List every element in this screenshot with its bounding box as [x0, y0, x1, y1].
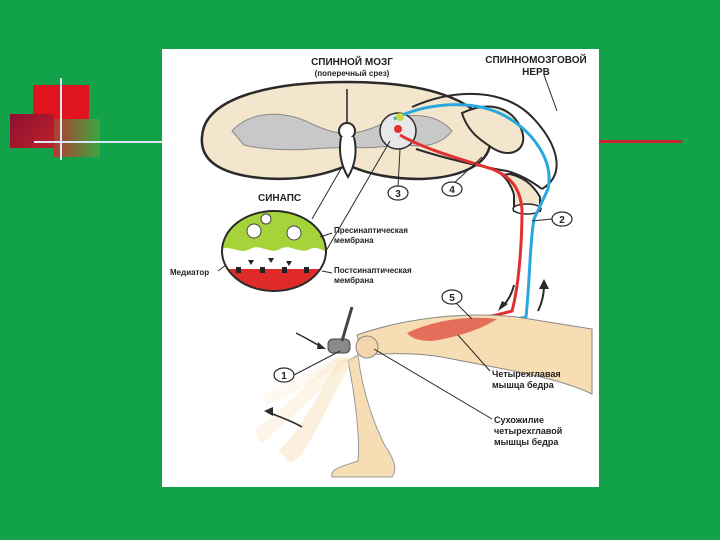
nerve-label-line1: СПИННОМОЗГОВОЙ [485, 53, 586, 66]
marker-1: 1 [274, 368, 294, 382]
post-label-line [322, 271, 332, 273]
svg-text:3: 3 [395, 189, 401, 200]
svg-text:2: 2 [559, 215, 565, 226]
muscle-label-line2: мышца бедра [492, 380, 555, 390]
knee [356, 336, 378, 358]
mediator-label-line [218, 265, 226, 271]
svg-text:5: 5 [449, 293, 455, 304]
presynaptic-label-line2: мембрана [334, 236, 374, 245]
hammer-motion-arrow-head [317, 342, 326, 349]
receptor [282, 267, 287, 273]
marker-4: 4 [442, 182, 462, 196]
receptor [304, 267, 309, 273]
spinal-cord-subtitle: (поперечный срез) [315, 69, 390, 78]
svg-text:1: 1 [281, 371, 287, 382]
synapse-detail [220, 209, 330, 299]
vesicle [247, 224, 261, 238]
leg [254, 315, 592, 477]
receptor [236, 267, 241, 273]
postsynaptic-label-line2: мембрана [334, 276, 374, 285]
postsynaptic-region [220, 269, 330, 299]
tendon-label-line2: четырехглавой [494, 426, 562, 436]
sensory-neuron-dot [396, 113, 404, 121]
synapse-label: СИНАПС [258, 193, 301, 204]
presynaptic-label-line1: Пресинаптическая [334, 226, 408, 235]
receptor [260, 267, 265, 273]
marker-5: 5 [442, 290, 462, 304]
marker-3: 3 [388, 186, 408, 200]
svg-text:4: 4 [449, 185, 455, 196]
interneuron-dot [394, 125, 402, 133]
reflex-arc-figure: 1 2 3 4 5 СПИННОЙ МОЗГ (поперечный срез)… [162, 49, 599, 487]
hammer-head [328, 339, 350, 353]
tendon-label-line3: мышцы бедра [494, 437, 559, 447]
reflex-hammer [328, 307, 352, 353]
mediator-label: Медиатор [170, 268, 209, 277]
deco-red-line [599, 140, 682, 143]
spinal-cord-fissure [340, 137, 356, 177]
deco-vertical-line [60, 78, 62, 160]
deco-horizontal-line [34, 141, 162, 143]
nerve-label-line [544, 75, 557, 111]
reflex-arc-diagram: 1 2 3 4 5 СПИННОЙ МОЗГ (поперечный срез)… [162, 49, 599, 487]
arrow-up-head [539, 279, 549, 289]
vesicle [287, 226, 301, 240]
kick-motion-arrow-head [264, 407, 273, 416]
postsynaptic-label-line1: Постсинаптическая [334, 266, 412, 275]
marker-2: 2 [552, 212, 572, 226]
muscle-label-line1: Четырехглавая [492, 369, 561, 379]
synaptic-cleft [220, 253, 330, 269]
vesicle [261, 214, 271, 224]
nerve-label-line2: НЕРВ [522, 67, 550, 78]
tendon-label-line1: Сухожилие [494, 415, 544, 425]
fissure-dot [339, 123, 355, 139]
spinal-cord-title: СПИННОЙ МОЗГ [311, 55, 393, 68]
hammer-handle [342, 307, 352, 341]
